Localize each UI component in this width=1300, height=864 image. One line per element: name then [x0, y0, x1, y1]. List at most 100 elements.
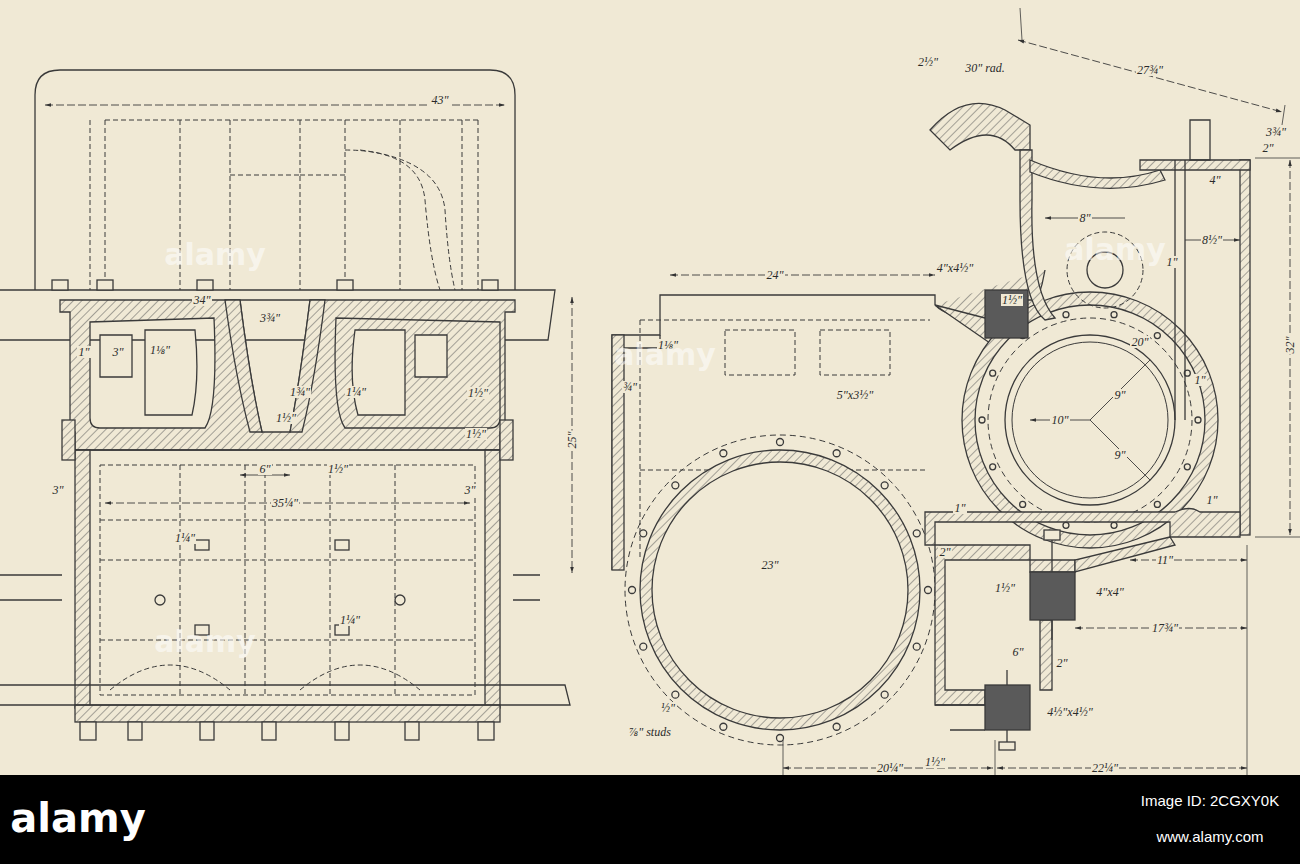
side-section-part-part — [833, 450, 840, 457]
side-section-part — [783, 8, 1300, 775]
side-section-part-part — [672, 691, 679, 698]
dimension-label: 1" — [1193, 374, 1206, 386]
side-section-part-part — [1154, 333, 1160, 339]
side-section-part — [629, 439, 932, 742]
dimension-label: 9" — [1113, 449, 1126, 461]
front-elevation-part — [0, 575, 540, 600]
side-section-part — [935, 705, 985, 730]
side-section-part-part — [820, 330, 890, 375]
side-section-part — [999, 742, 1015, 750]
dimension-label: 2" — [938, 546, 951, 558]
side-section-part-part — [1184, 464, 1190, 470]
front-elevation-part — [75, 705, 500, 722]
front-elevation-part — [500, 420, 513, 460]
side-section-part — [1005, 335, 1175, 505]
watermark-band — [0, 775, 1300, 864]
front-elevation-part-part — [200, 722, 214, 740]
front-elevation-part-part — [335, 540, 349, 550]
dimension-label: 24" — [765, 269, 784, 281]
side-section-part — [985, 290, 1028, 338]
dimension-label: 6" — [1011, 646, 1024, 658]
dimension-label: 1½" — [994, 582, 1016, 594]
front-elevation-part — [75, 450, 90, 708]
dimension-label: 1¼" — [339, 614, 361, 626]
dimension-label: 6" — [258, 463, 271, 475]
dimension-label: 1½" — [1001, 294, 1023, 306]
dimension-label: 3" — [111, 346, 124, 358]
dimension-label: 1" — [953, 502, 966, 514]
side-section-part — [930, 103, 1030, 150]
dimension-label: 4" — [1208, 174, 1221, 186]
dimension-label: 11" — [1156, 554, 1174, 566]
dimension-label: 20" — [1130, 336, 1149, 348]
front-elevation-part — [52, 280, 498, 290]
side-section-part-part — [1195, 417, 1201, 423]
side-section-part — [1075, 537, 1175, 572]
front-elevation-part — [80, 722, 494, 740]
side-section-part-part — [672, 482, 679, 489]
side-section-part-part — [925, 587, 932, 594]
watermark-text: alamy — [614, 340, 716, 370]
side-section-part — [1240, 160, 1250, 535]
front-elevation-part-part — [197, 280, 213, 290]
dimension-label: 8½" — [1201, 234, 1223, 246]
dimension-label: 30" rad. — [964, 62, 1006, 74]
side-section-part-part — [913, 643, 920, 650]
front-elevation-part-part — [97, 280, 113, 290]
front-elevation-part — [0, 685, 570, 705]
watermark-text: alamy — [154, 627, 256, 657]
dimension-label: 2" — [1261, 142, 1274, 154]
dimension-label: 25" — [566, 430, 578, 449]
side-section-part — [640, 450, 920, 730]
side-section-part-part — [979, 417, 985, 423]
dimension-label: 10" — [1050, 414, 1069, 426]
side-section-part — [975, 305, 1205, 535]
front-elevation — [0, 70, 570, 740]
watermark-text: alamy — [164, 240, 266, 270]
front-elevation-part-part — [262, 722, 276, 740]
side-section-part-part — [640, 643, 647, 650]
side-section-part-part — [1020, 501, 1026, 507]
dimension-label: 1¼" — [174, 532, 196, 544]
front-elevation-part — [62, 420, 75, 460]
front-elevation-part-part — [80, 722, 96, 740]
dimension-label: 1½" — [275, 412, 297, 424]
side-section-part-part — [990, 370, 996, 376]
side-section-part-part — [881, 482, 888, 489]
dimension-label: 8" — [1078, 212, 1091, 224]
front-elevation-part-part — [110, 665, 420, 690]
front-elevation-part — [35, 70, 515, 290]
front-elevation-part — [60, 300, 515, 450]
side-section-part — [1175, 160, 1185, 420]
dimension-label: 5"x3½" — [836, 389, 874, 401]
front-elevation-part-part — [128, 722, 142, 740]
side-section-part-part — [881, 691, 888, 698]
side-section-part — [1140, 160, 1250, 170]
front-elevation-part-part — [52, 280, 68, 290]
front-elevation-part-part — [180, 465, 395, 695]
side-section-part-part — [1111, 312, 1117, 318]
side-section-part — [625, 435, 935, 745]
dimension-label: 9" — [1113, 389, 1126, 401]
dimension-label: 1½" — [327, 463, 349, 475]
side-section-part-part — [725, 330, 795, 375]
dimension-label: 3" — [51, 484, 64, 496]
side-section-part-part — [720, 450, 727, 457]
side-section-part — [612, 335, 624, 570]
dimension-label: 3¾" — [1265, 126, 1287, 138]
front-elevation-part-part — [105, 120, 478, 121]
watermark-text: alamy — [1064, 235, 1166, 265]
dimension-label: 1" — [1205, 494, 1218, 506]
front-elevation-part-part — [405, 722, 419, 740]
dimension-label: ½" — [660, 702, 676, 714]
dimension-label: 2½" — [917, 56, 939, 68]
dimension-label: 1" — [1165, 256, 1178, 268]
side-section-part — [935, 545, 1030, 705]
dimension-label: 1" — [77, 346, 90, 358]
side-section-part — [652, 462, 908, 718]
side-section-part — [572, 40, 1290, 768]
dimension-label: 43" — [430, 94, 449, 106]
dimension-label: 1⅛" — [149, 344, 171, 356]
front-elevation-part — [195, 540, 349, 635]
